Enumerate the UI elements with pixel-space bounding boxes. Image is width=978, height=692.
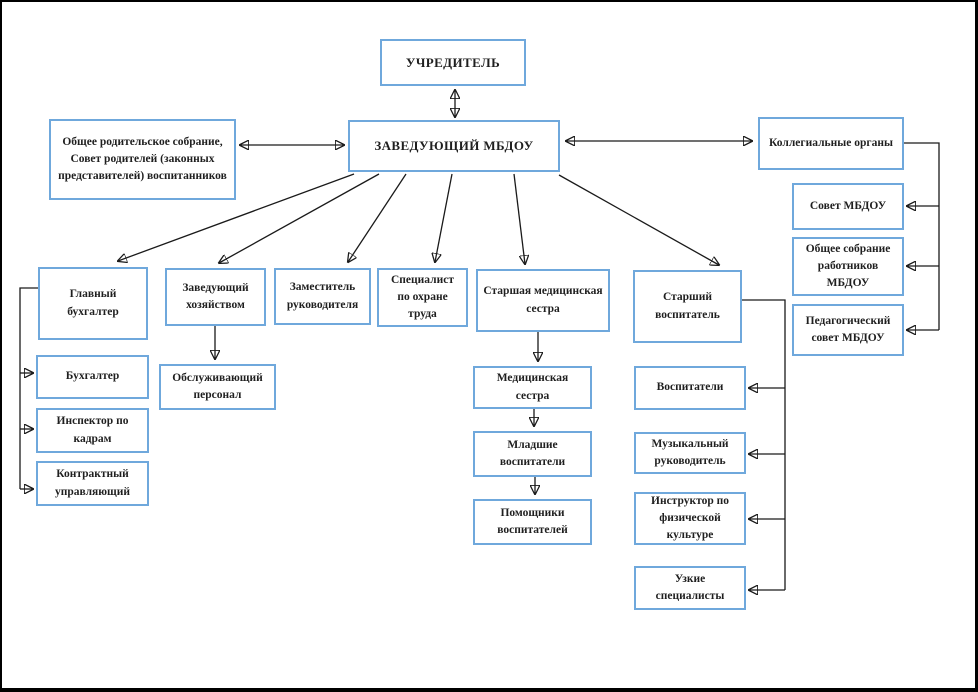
connector-head-facilities xyxy=(219,173,380,263)
node-pedagogical-council: Педагогический совет МБДОУ xyxy=(792,304,904,356)
node-junior-educators: Младшие воспитатели xyxy=(473,431,592,477)
connector-head-safety xyxy=(435,173,453,262)
node-head: ЗАВЕДУЮЩИЙ МБДОУ xyxy=(348,120,560,172)
node-hr-inspector: Инспектор по кадрам xyxy=(36,408,149,453)
node-mbdou-council: Совет МБДОУ xyxy=(792,183,904,230)
bracket-collegial xyxy=(904,142,940,330)
node-senior-educator: Старший воспитатель xyxy=(633,270,742,343)
node-educators: Воспитатели xyxy=(634,366,746,410)
node-senior-nurse: Старшая медицинская сестра xyxy=(476,269,610,332)
node-deputy-head: Заместитель руководителя xyxy=(274,268,371,325)
connector-head-senior-nurse xyxy=(513,173,525,264)
bracket-senior-educator xyxy=(742,299,786,590)
node-chief-accountant: Главный бухгалтер xyxy=(38,267,148,340)
node-founder: УЧРЕДИТЕЛЬ xyxy=(380,39,526,86)
node-parents-assembly: Общее родительское собрание, Совет родит… xyxy=(49,119,236,200)
connector-head-deputy xyxy=(348,173,407,262)
node-facilities-manager: Заведующий хозяйством xyxy=(165,268,266,326)
node-narrow-specialists: Узкие специалисты xyxy=(634,566,746,610)
node-music-director: Музыкальный руководитель xyxy=(634,432,746,474)
node-collegial-bodies: Коллегиальные органы xyxy=(758,117,904,170)
node-workers-assembly: Общее собрание работников МБДОУ xyxy=(792,237,904,296)
node-accountant: Бухгалтер xyxy=(36,355,149,399)
node-educator-assistants: Помощники воспитателей xyxy=(473,499,592,545)
node-contract-manager: Контрактный управляющий xyxy=(36,461,149,506)
node-pe-instructor: Инструктор по физической культуре xyxy=(634,492,746,545)
connector-head-senior-educator xyxy=(558,174,719,265)
node-nurse: Медицинская сестра xyxy=(473,366,592,409)
node-safety-specialist: Специалист по охране труда xyxy=(377,268,468,327)
node-service-staff: Обслуживающий персонал xyxy=(159,364,276,410)
